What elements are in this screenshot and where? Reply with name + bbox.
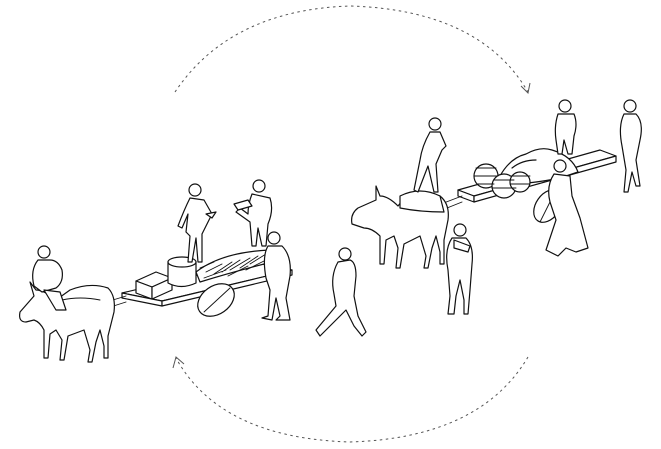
- top-cycle-arc: [174, 5, 529, 93]
- right-cart-scene: [315, 99, 642, 337]
- bottom-arrowhead-icon: [172, 356, 185, 369]
- right-person-photographing-icon: [446, 223, 473, 315]
- left-cart-wheel-icon: [197, 283, 235, 317]
- left-man-with-tray-icon: [233, 179, 273, 247]
- left-cart-scene: [19, 179, 293, 363]
- bottom-cycle-arc: [175, 356, 529, 443]
- left-donkey-icon: [19, 281, 115, 363]
- left-woman-on-cart-icon: [177, 183, 217, 263]
- right-walking-person-icon: [413, 117, 447, 193]
- right-donkey-icon: [351, 185, 449, 269]
- top-arrowhead-icon: [520, 82, 531, 95]
- left-person-at-rear-icon: [261, 231, 291, 321]
- crate-icon: [135, 271, 173, 300]
- right-man-on-cart-icon: [554, 99, 577, 155]
- cycle-arrows: [172, 5, 531, 443]
- right-woman-in-dress-icon: [545, 159, 589, 257]
- right-person-walking-front-icon: [315, 247, 367, 337]
- right-person-walking-icon: [619, 99, 642, 193]
- coiled-rolls-icon: [473, 163, 531, 199]
- left-rider-icon: [32, 245, 67, 311]
